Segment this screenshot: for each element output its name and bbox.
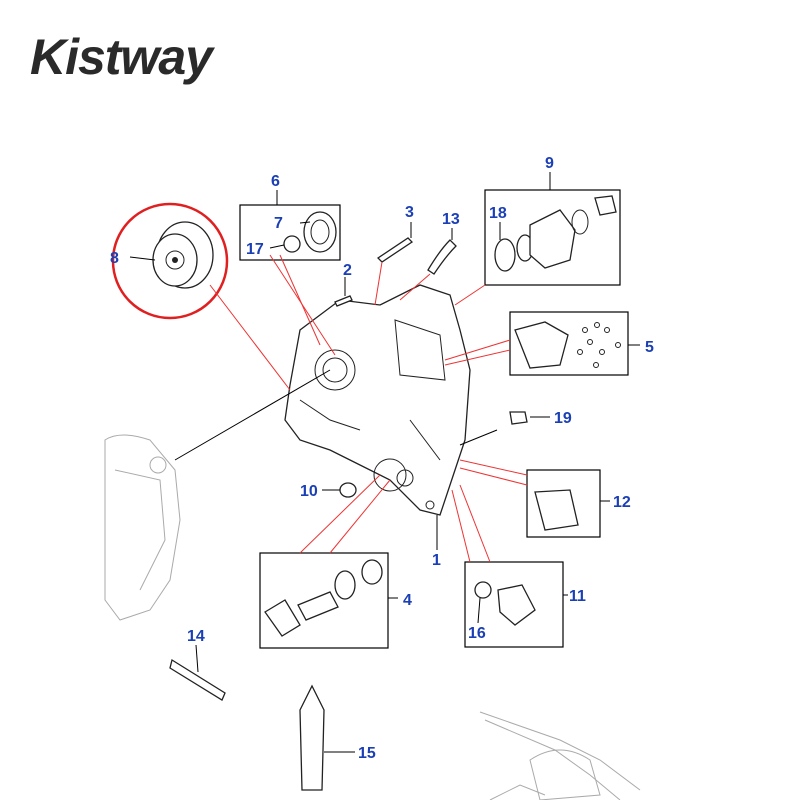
part-9-differential [529,195,617,269]
callout-12: 12 [613,494,631,511]
part-15-sealant-tube [299,684,325,791]
part-14-applicator [169,658,226,701]
part-10-nut [339,482,357,498]
callout-8: 8 [110,250,119,267]
part-5-bolts [577,322,621,368]
part-3-bolt [376,237,414,263]
part-5-cover [514,321,569,369]
callout-16: 16 [468,625,486,642]
brand-logo: Kistway [30,28,213,86]
callout-5: 5 [645,339,654,356]
red-leader-lines [209,254,528,563]
part-8-gear [152,221,214,289]
callout-19: 19 [554,410,572,427]
callout-7: 7 [274,215,283,232]
part-7-seal [303,211,337,253]
callout-9: 9 [545,155,554,172]
ghost-engine [104,434,181,621]
callout-13: 13 [442,211,460,228]
part-11-actuator [497,584,536,626]
callout-4: 4 [403,592,412,609]
callout-11: 11 [569,588,586,605]
part-4-shaft [264,559,383,637]
callout-17: 17 [246,241,264,258]
callout-18: 18 [489,205,507,222]
callout-1: 1 [432,552,441,569]
callout-3: 3 [405,204,414,221]
logo-text: Kistway [30,29,213,85]
part-17-oring [283,235,301,253]
part-16-oring [474,581,492,599]
part-19-sensor [509,411,528,425]
callout-14: 14 [187,628,205,645]
part-2-bolt [334,295,353,307]
callout-15: 15 [358,745,376,762]
callout-10: 10 [300,483,318,500]
highlight-circle [111,202,229,320]
part-13-fitting [427,239,457,275]
part-18-bearing [494,234,534,272]
black-leader-lines [129,172,640,753]
transfer-case-housing [284,284,471,516]
callout-2: 2 [343,262,352,279]
ghost-axle [479,711,641,800]
part-12-module [534,489,579,531]
callout-6: 6 [271,173,280,190]
